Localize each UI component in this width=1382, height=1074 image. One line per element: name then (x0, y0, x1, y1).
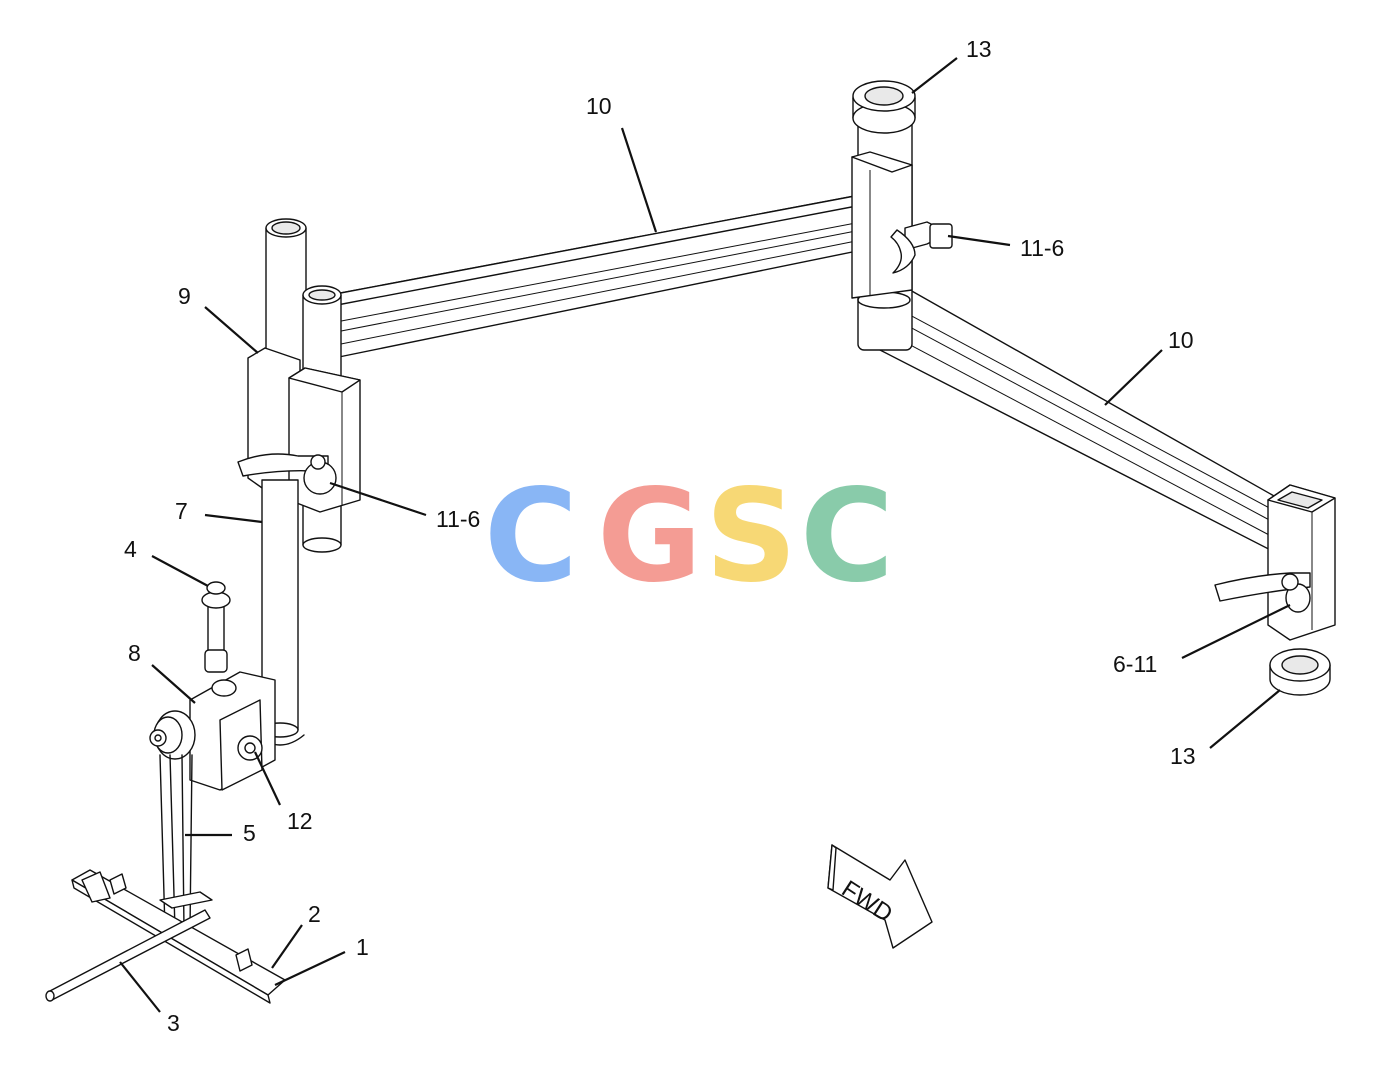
callout-9: 9 (178, 283, 191, 309)
callout-3: 3 (167, 1010, 180, 1036)
washer-bottom (1269, 648, 1331, 696)
callout-11-6-left: 11-6 (436, 506, 480, 532)
fwd-arrow: FWD (827, 844, 933, 949)
right-post (851, 80, 953, 351)
watermark-letter-c2: C (800, 462, 894, 611)
watermark-letter-g: G (597, 462, 702, 611)
bracket-8 (149, 581, 276, 791)
callout-10-top: 10 (586, 93, 612, 119)
callout-labels: 13 10 11-6 10 9 11-6 7 4 8 12 5 6-11 13 … (124, 36, 1196, 1036)
callout-4: 4 (124, 536, 137, 562)
base-plate (45, 869, 286, 1004)
callout-8: 8 (128, 640, 141, 666)
callout-10-right: 10 (1168, 327, 1194, 353)
callout-2: 2 (308, 901, 321, 927)
right-beam (879, 284, 1291, 561)
upper-beam (329, 194, 863, 359)
left-posts (237, 218, 361, 553)
callout-1: 1 (356, 934, 369, 960)
callout-11-6-right: 11-6 (1020, 235, 1064, 261)
right-bracket (1214, 484, 1336, 641)
watermark-letter-c1: C (484, 462, 578, 611)
callout-12: 12 (287, 808, 313, 834)
callout-7: 7 (175, 498, 188, 524)
leader-lines (119, 57, 1291, 1013)
callout-13-top: 13 (966, 36, 992, 62)
callout-5: 5 (243, 820, 256, 846)
watermark-letter-s: S (705, 462, 797, 611)
watermark-logo: C G S C (484, 462, 894, 611)
callout-6-11: 6-11 (1113, 651, 1157, 677)
callout-13-bottom: 13 (1170, 743, 1196, 769)
